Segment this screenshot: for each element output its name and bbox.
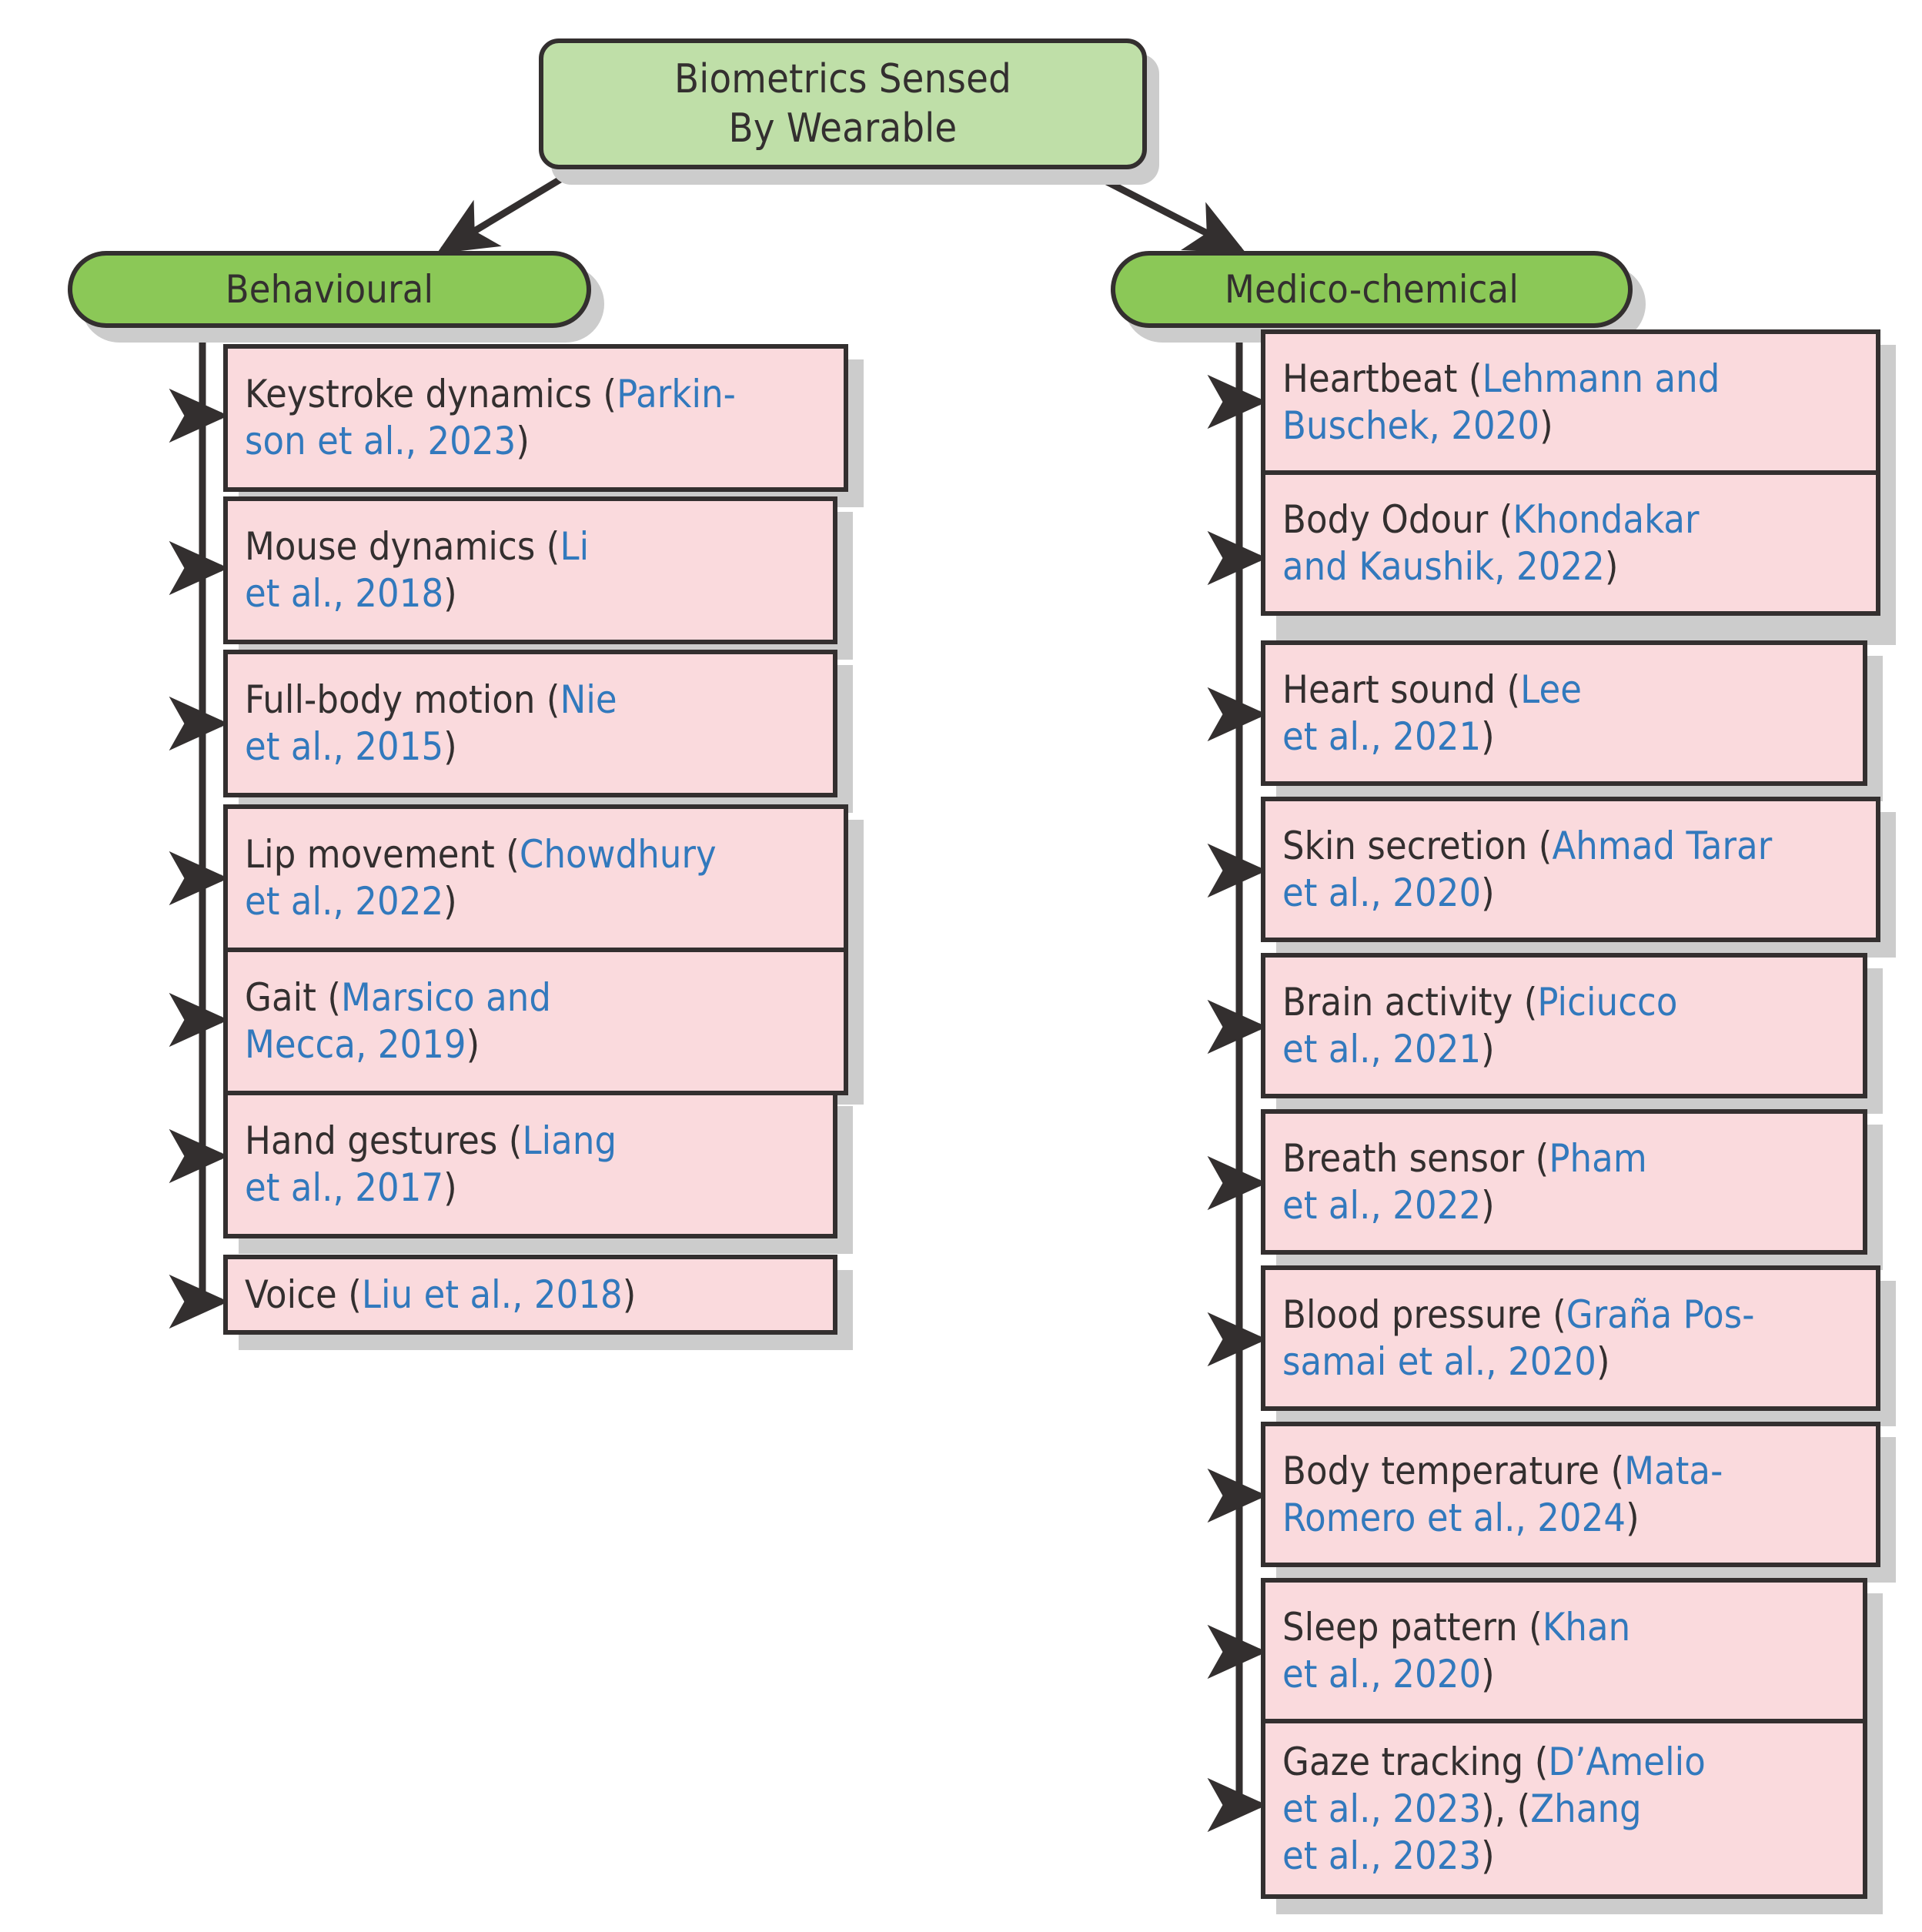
- leaf-close-paren: ): [622, 1272, 637, 1317]
- leaf-close-paren: ): [1604, 543, 1619, 589]
- root-title-line1: Biometrics Sensed: [674, 55, 1011, 102]
- leaf-sleep-pattern[interactable]: Sleep pattern (Khan et al., 2020): [1261, 1578, 1867, 1723]
- leaf-citation: Parkin- son et al., 2023: [245, 372, 737, 463]
- leaf-full-body-motion[interactable]: Full-body motion (Nie et al., 2015): [223, 650, 837, 797]
- leaf-close-paren: ): [1596, 1339, 1610, 1384]
- leaf-text: Gaze tracking (D’Amelio et al., 2023), (…: [1265, 1739, 1863, 1880]
- leaf-text: Sleep pattern (Khan et al., 2020): [1265, 1604, 1863, 1698]
- leaf-citation: Marsico and Mecca, 2019: [245, 975, 552, 1067]
- leaf-citation-2: Zhang et al., 2023: [1282, 1786, 1642, 1878]
- leaf-citation: Lee et al., 2021: [1282, 667, 1583, 759]
- leaf-label: Body Odour (: [1282, 496, 1513, 542]
- leaf-body-temperature[interactable]: Body temperature (Mata- Romero et al., 2…: [1261, 1422, 1880, 1567]
- leaf-text: Lip movement (Chowdhury et al., 2022): [228, 831, 844, 925]
- leaf-heartbeat[interactable]: Heartbeat (Lehmann and Buschek, 2020): [1261, 329, 1880, 475]
- leaf-close-paren: ): [466, 1022, 480, 1067]
- leaf-label: Heart sound (: [1282, 667, 1521, 712]
- leaf-label: Full-body motion (: [245, 677, 560, 722]
- category-behavioural[interactable]: Behavioural: [68, 251, 591, 328]
- leaf-text: Voice (Liu et al., 2018): [228, 1272, 833, 1319]
- leaf-close-paren: ): [1626, 1495, 1640, 1540]
- leaf-text: Skin secretion (Ahmad Tarar et al., 2020…: [1265, 823, 1876, 917]
- leaf-close-paren: ): [1481, 1026, 1495, 1071]
- leaf-text: Full-body motion (Nie et al., 2015): [228, 677, 833, 770]
- leaf-label: Blood pressure (: [1282, 1292, 1566, 1337]
- leaf-mouse-dynamics[interactable]: Mouse dynamics (Li et al., 2018): [223, 496, 837, 644]
- edge-root-to-medico: [1100, 175, 1247, 254]
- leaf-label: Brain activity (: [1282, 979, 1538, 1024]
- leaf-close-paren: ): [1481, 714, 1495, 759]
- leaf-label: Gait (: [245, 975, 341, 1020]
- leaf-text: Blood pressure (Graña Pos- samai et al.,…: [1265, 1292, 1876, 1385]
- leaf-text: Hand gestures (Liang et al., 2017): [228, 1118, 833, 1212]
- leaf-text: Keystroke dynamics (Parkin- son et al., …: [228, 371, 844, 465]
- leaf-hand-gestures[interactable]: Hand gestures (Liang et al., 2017): [223, 1091, 837, 1238]
- leaf-label: Body temperature (: [1282, 1448, 1625, 1493]
- category-behavioural-label: Behavioural: [225, 267, 434, 312]
- leaf-text: Gait (Marsico and Mecca, 2019): [228, 974, 844, 1068]
- root-node[interactable]: Biometrics Sensed By Wearable: [539, 38, 1147, 169]
- leaf-citation: Liang et al., 2017: [245, 1118, 617, 1210]
- category-medico-label: Medico-chemical: [1224, 267, 1519, 312]
- leaf-heart-sound[interactable]: Heart sound (Lee et al., 2021): [1261, 640, 1867, 786]
- leaf-breath-sensor[interactable]: Breath sensor (Pham et al., 2022): [1261, 1109, 1867, 1255]
- leaf-label: Keystroke dynamics (: [245, 372, 617, 416]
- leaf-gait[interactable]: Gait (Marsico and Mecca, 2019): [223, 948, 848, 1095]
- leaf-citation: Chowdhury et al., 2022: [245, 832, 717, 924]
- leaf-close-paren: ): [443, 571, 457, 616]
- leaf-label: Gaze tracking (: [1282, 1739, 1549, 1784]
- leaf-citation: Khan et al., 2020: [1282, 1604, 1631, 1696]
- leaf-close-paren: ): [443, 1165, 457, 1210]
- leaf-label: Sleep pattern (: [1282, 1604, 1543, 1650]
- leaf-text: Body temperature (Mata- Romero et al., 2…: [1265, 1448, 1876, 1542]
- leaf-citation: Piciucco et al., 2021: [1282, 979, 1678, 1071]
- leaf-label: Mouse dynamics (: [245, 524, 560, 569]
- leaf-citation: Liu et al., 2018: [361, 1272, 623, 1317]
- leaf-citation: Ahmad Tarar et al., 2020: [1282, 823, 1773, 915]
- leaf-label: Breath sensor (: [1282, 1135, 1549, 1181]
- leaf-citation: Lehmann and Buschek, 2020: [1282, 356, 1720, 448]
- leaf-label: Hand gestures (: [245, 1118, 523, 1163]
- leaf-citation: Graña Pos- samai et al., 2020: [1282, 1292, 1755, 1384]
- leaf-label: Skin secretion (: [1282, 823, 1553, 868]
- leaf-voice[interactable]: Voice (Liu et al., 2018): [223, 1255, 837, 1335]
- leaf-close-paren: ): [1481, 1651, 1495, 1696]
- leaf-citation: Li et al., 2018: [245, 524, 590, 616]
- leaf-citation: Pham et al., 2022: [1282, 1135, 1647, 1228]
- leaf-close-paren: ): [443, 879, 457, 924]
- leaf-citation: Khondakar and Kaushik, 2022: [1282, 496, 1700, 589]
- leaf-text: Breath sensor (Pham et al., 2022): [1265, 1135, 1863, 1229]
- leaf-label: Lip movement (: [245, 832, 520, 877]
- leaf-body-odour[interactable]: Body Odour (Khondakar and Kaushik, 2022): [1261, 470, 1880, 616]
- leaf-close-paren: ): [443, 724, 457, 769]
- leaf-label: Heartbeat (: [1282, 356, 1482, 401]
- leaf-text: Body Odour (Khondakar and Kaushik, 2022): [1265, 496, 1876, 590]
- category-medico[interactable]: Medico-chemical: [1111, 251, 1633, 328]
- leaf-close-paren: ): [1481, 870, 1495, 915]
- leaf-citation: Nie et al., 2015: [245, 677, 617, 769]
- leaf-citation: D’Amelio et al., 2023: [1282, 1739, 1706, 1831]
- leaf-text: Brain activity (Piciucco et al., 2021): [1265, 979, 1863, 1073]
- leaf-brain-activity[interactable]: Brain activity (Piciucco et al., 2021): [1261, 953, 1867, 1098]
- leaf-close-paren: ): [516, 419, 530, 463]
- leaf-label: Voice (: [245, 1272, 362, 1317]
- leaf-text: Heartbeat (Lehmann and Buschek, 2020): [1265, 356, 1876, 450]
- leaf-gaze-tracking[interactable]: Gaze tracking (D’Amelio et al., 2023), (…: [1261, 1719, 1867, 1899]
- leaf-close-paren-2: ): [1481, 1833, 1495, 1878]
- leaf-keystroke-dynamics[interactable]: Keystroke dynamics (Parkin- son et al., …: [223, 344, 848, 492]
- leaf-close-paren: ): [1539, 403, 1553, 448]
- root-title-line2: By Wearable: [728, 105, 958, 152]
- leaf-text: Mouse dynamics (Li et al., 2018): [228, 523, 833, 617]
- leaf-close-paren: ): [1481, 1182, 1495, 1228]
- leaf-close-paren: ), (: [1481, 1786, 1531, 1831]
- leaf-blood-pressure[interactable]: Blood pressure (Graña Pos- samai et al.,…: [1261, 1265, 1880, 1411]
- leaf-text: Heart sound (Lee et al., 2021): [1265, 667, 1863, 760]
- leaf-skin-secretion[interactable]: Skin secretion (Ahmad Tarar et al., 2020…: [1261, 797, 1880, 942]
- edge-root-to-behavioural: [436, 176, 563, 254]
- leaf-lip-movement[interactable]: Lip movement (Chowdhury et al., 2022): [223, 804, 848, 952]
- leaf-citation: Mata- Romero et al., 2024: [1282, 1448, 1723, 1540]
